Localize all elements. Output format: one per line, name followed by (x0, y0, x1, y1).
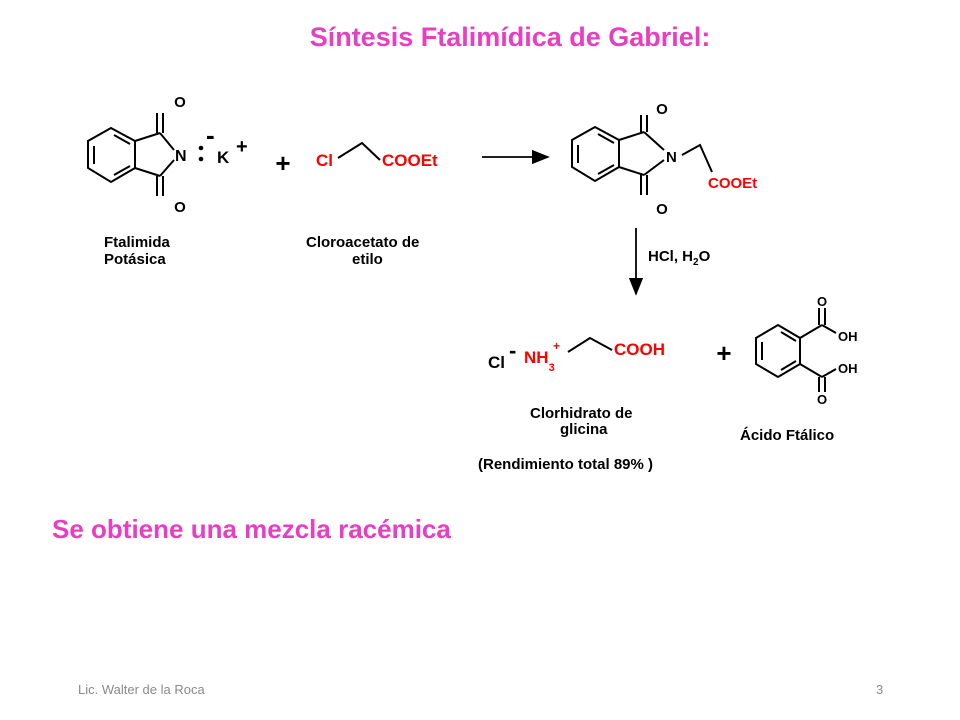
conclusion-text: Se obtiene una mezcla racémica (52, 514, 451, 544)
intermediate-nitrogen: N (666, 149, 677, 166)
reagent1-potassium: K (217, 148, 230, 167)
product2-oxygen-top: O (817, 294, 827, 309)
yield-note: (Rendimiento total 89% ) (478, 456, 653, 473)
intermediate-oxygen-top: O (656, 101, 668, 118)
product1-label-line1: Clorhidrato de (530, 405, 633, 422)
footer-author: Lic. Walter de la Roca (78, 682, 205, 697)
reagent1-label-line2: Potásica (104, 251, 166, 268)
intermediate-ester: COOEt (708, 175, 757, 192)
product1-acid: COOH (614, 340, 665, 359)
reagent1-nitrogen: N (175, 148, 187, 165)
product2-hydroxyl-bottom: OH (838, 361, 858, 376)
phthalic-acid (755, 308, 837, 392)
reagent1-positive-charge: + (236, 136, 248, 158)
product1-ammonium: NH3 (524, 348, 555, 374)
reagent1-oxygen-top: O (174, 94, 186, 111)
hydrolysis-conditions: HCl, H2O (648, 248, 711, 268)
reagent2-ester: COOEt (382, 151, 438, 170)
reagent1-label-line1: Ftalimida (104, 234, 171, 251)
product2-hydroxyl-top: OH (838, 329, 858, 344)
intermediate-oxygen-bottom: O (656, 201, 668, 218)
product1-ammonium-charge: + (553, 339, 560, 353)
reagent2-bonds (337, 141, 381, 161)
reagent2-label-line1: Cloroacetato de (306, 234, 419, 251)
plus-sign: + (716, 338, 731, 368)
product1-chloride-charge: - (509, 338, 516, 363)
product2-oxygen-bottom: O (817, 392, 827, 407)
lone-pair-dot (198, 145, 204, 151)
product1-chloride: Cl (488, 353, 505, 372)
reagent2-label-line2: etilo (352, 251, 383, 268)
page-number: 3 (876, 682, 884, 697)
slide-title: Síntesis Ftalimídica de Gabriel: (309, 22, 711, 52)
reagent1-negative-charge: - (206, 120, 215, 150)
product1-bonds (567, 336, 613, 353)
product2-label: Ácido Ftálico (740, 427, 834, 444)
potassium-phthalimide (87, 113, 175, 196)
reagent1-oxygen-bottom: O (174, 199, 186, 216)
reagent2-chlorine: Cl (316, 151, 333, 170)
product1-label-line2: glicina (560, 421, 608, 438)
n-alkyl-phthalimide (571, 115, 713, 195)
plus-sign: + (275, 148, 290, 178)
lone-pair-dot (198, 156, 204, 162)
